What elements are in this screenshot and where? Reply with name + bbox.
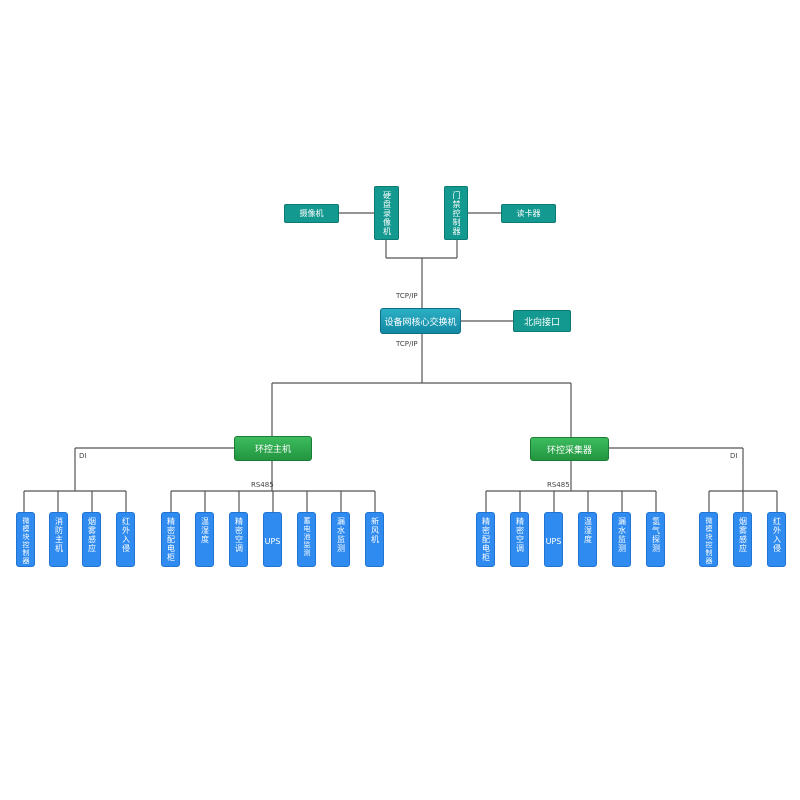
right-di-device: 烟雾感应 <box>733 512 752 567</box>
north-api-node: 北向接口 <box>513 310 571 332</box>
right-rs485-device: 温湿度 <box>578 512 597 567</box>
env-collector-node: 环控采集器 <box>530 437 609 461</box>
right-rs485-device: 漏水监测 <box>612 512 631 567</box>
left-rs485-device: 温湿度 <box>195 512 214 567</box>
tcp-ip-label-upper: TCP/IP <box>396 292 418 300</box>
right-rs485-device: UPS <box>544 512 563 567</box>
door-controller-node: 门禁控制器 <box>444 186 468 240</box>
right-di-device-label: 烟雾感应 <box>738 517 748 553</box>
left-di-device-label: 烟雾感应 <box>87 517 97 553</box>
nvr-label: 硬盘录像机 <box>382 190 392 236</box>
left-di-device: 红外入侵 <box>116 512 135 567</box>
left-rs485-device-label: 漏水监测 <box>336 517 346 553</box>
door-controller-label: 门禁控制器 <box>452 190 461 236</box>
nvr-node: 硬盘录像机 <box>374 186 399 240</box>
right-rs485-device-label: UPS <box>545 537 562 546</box>
left-rs485-device-label: 温湿度 <box>200 517 210 544</box>
right-di-device: 微模块控制器 <box>699 512 718 567</box>
right-di-device-label: 红外入侵 <box>772 517 782 553</box>
left-rs485-device: 精密空调 <box>229 512 248 567</box>
right-rs485-label: RS485 <box>547 481 570 489</box>
left-rs485-device: UPS <box>263 512 282 567</box>
left-rs485-label: RS485 <box>251 481 274 489</box>
right-di-device-label: 微模块控制器 <box>705 517 713 565</box>
left-rs485-device: 蓄电池监测 <box>297 512 316 567</box>
right-di-label: DI <box>730 452 738 460</box>
left-di-device: 消防主机 <box>49 512 68 567</box>
left-rs485-device-label: 精密空调 <box>234 517 244 553</box>
left-di-label: DI <box>79 452 87 460</box>
left-rs485-device-label: 蓄电池监测 <box>303 517 311 557</box>
right-rs485-device: 精密配电柜 <box>476 512 495 567</box>
core-switch-node: 设备网核心交换机 <box>380 308 461 334</box>
left-di-device-label: 红外入侵 <box>121 517 131 553</box>
left-rs485-device-label: 新风机 <box>370 517 380 544</box>
left-di-device: 烟雾感应 <box>82 512 101 567</box>
right-rs485-device-label: 精密空调 <box>515 517 525 553</box>
camera-node: 摄像机 <box>284 204 339 223</box>
left-rs485-device: 漏水监测 <box>331 512 350 567</box>
left-di-device-label: 消防主机 <box>54 517 64 553</box>
left-di-device-label: 微模块控制器 <box>22 517 30 565</box>
right-rs485-device-label: 漏水监测 <box>617 517 627 553</box>
right-rs485-device-label: 精密配电柜 <box>481 517 491 562</box>
left-rs485-device: 新风机 <box>365 512 384 567</box>
left-rs485-device-label: UPS <box>264 537 281 546</box>
right-rs485-device-label: 氢气探测 <box>651 517 661 553</box>
left-rs485-device: 精密配电柜 <box>161 512 180 567</box>
card-reader-node: 读卡器 <box>501 204 556 223</box>
right-rs485-device: 氢气探测 <box>646 512 665 567</box>
right-rs485-device: 精密空调 <box>510 512 529 567</box>
env-host-node: 环控主机 <box>234 436 312 461</box>
tcp-ip-label-lower: TCP/IP <box>396 340 418 348</box>
left-rs485-device-label: 精密配电柜 <box>166 517 176 562</box>
right-rs485-device-label: 温湿度 <box>583 517 593 544</box>
left-di-device: 微模块控制器 <box>16 512 35 567</box>
right-di-device: 红外入侵 <box>767 512 786 567</box>
